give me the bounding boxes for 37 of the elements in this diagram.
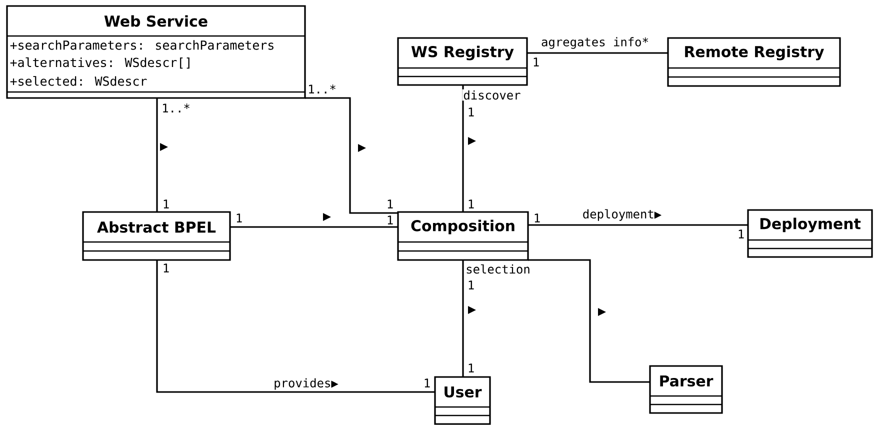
association-line xyxy=(462,85,464,212)
multiplicity-label: 1 xyxy=(424,378,430,388)
association-line xyxy=(528,224,748,226)
edge-label: provides▶ xyxy=(272,377,340,391)
association-line xyxy=(305,97,398,214)
association-line xyxy=(156,98,158,212)
multiplicity-label: 1..* xyxy=(309,84,336,94)
multiplicity-label: 1 xyxy=(164,200,169,208)
class-box: Deployment xyxy=(747,209,873,258)
multiplicity-label: 1 xyxy=(534,214,540,222)
class-box: Remote Registry xyxy=(667,37,841,87)
class-box: Parser xyxy=(649,365,723,414)
multiplicity-label: 1 xyxy=(534,58,539,66)
class-box: Web Service +searchParameters: searchParameters +alternatives: WSdescr[] +selected: WSdescr xyxy=(6,5,306,99)
edge-label: agregates info* xyxy=(540,36,650,50)
multiplicity-label: 1 xyxy=(468,364,474,372)
multiplicity-label: 1..* xyxy=(163,104,190,112)
class-box: WS Registry xyxy=(397,37,528,86)
multiplicity-label: 1 xyxy=(236,214,242,222)
association-line xyxy=(156,260,435,393)
multiplicity-label: 1 xyxy=(388,200,393,208)
multiplicity-label: 1 xyxy=(468,108,474,116)
multiplicity-label: 1 xyxy=(388,216,393,224)
edge-label: deployment▶ xyxy=(581,208,663,222)
association-line xyxy=(528,259,650,383)
class-box: User xyxy=(434,376,491,425)
class-box: Composition xyxy=(397,211,529,261)
edge-label: selection xyxy=(464,263,532,275)
association-line xyxy=(527,52,668,54)
multiplicity-label: 1 xyxy=(468,280,474,290)
association-line xyxy=(462,260,464,377)
association-line xyxy=(230,226,398,228)
class-box: Abstract BPEL xyxy=(82,211,231,261)
edge-label: discover xyxy=(462,89,522,101)
multiplicity-label: 1 xyxy=(468,200,474,208)
multiplicity-label: 1 xyxy=(738,230,744,238)
multiplicity-label: 1 xyxy=(164,264,169,272)
